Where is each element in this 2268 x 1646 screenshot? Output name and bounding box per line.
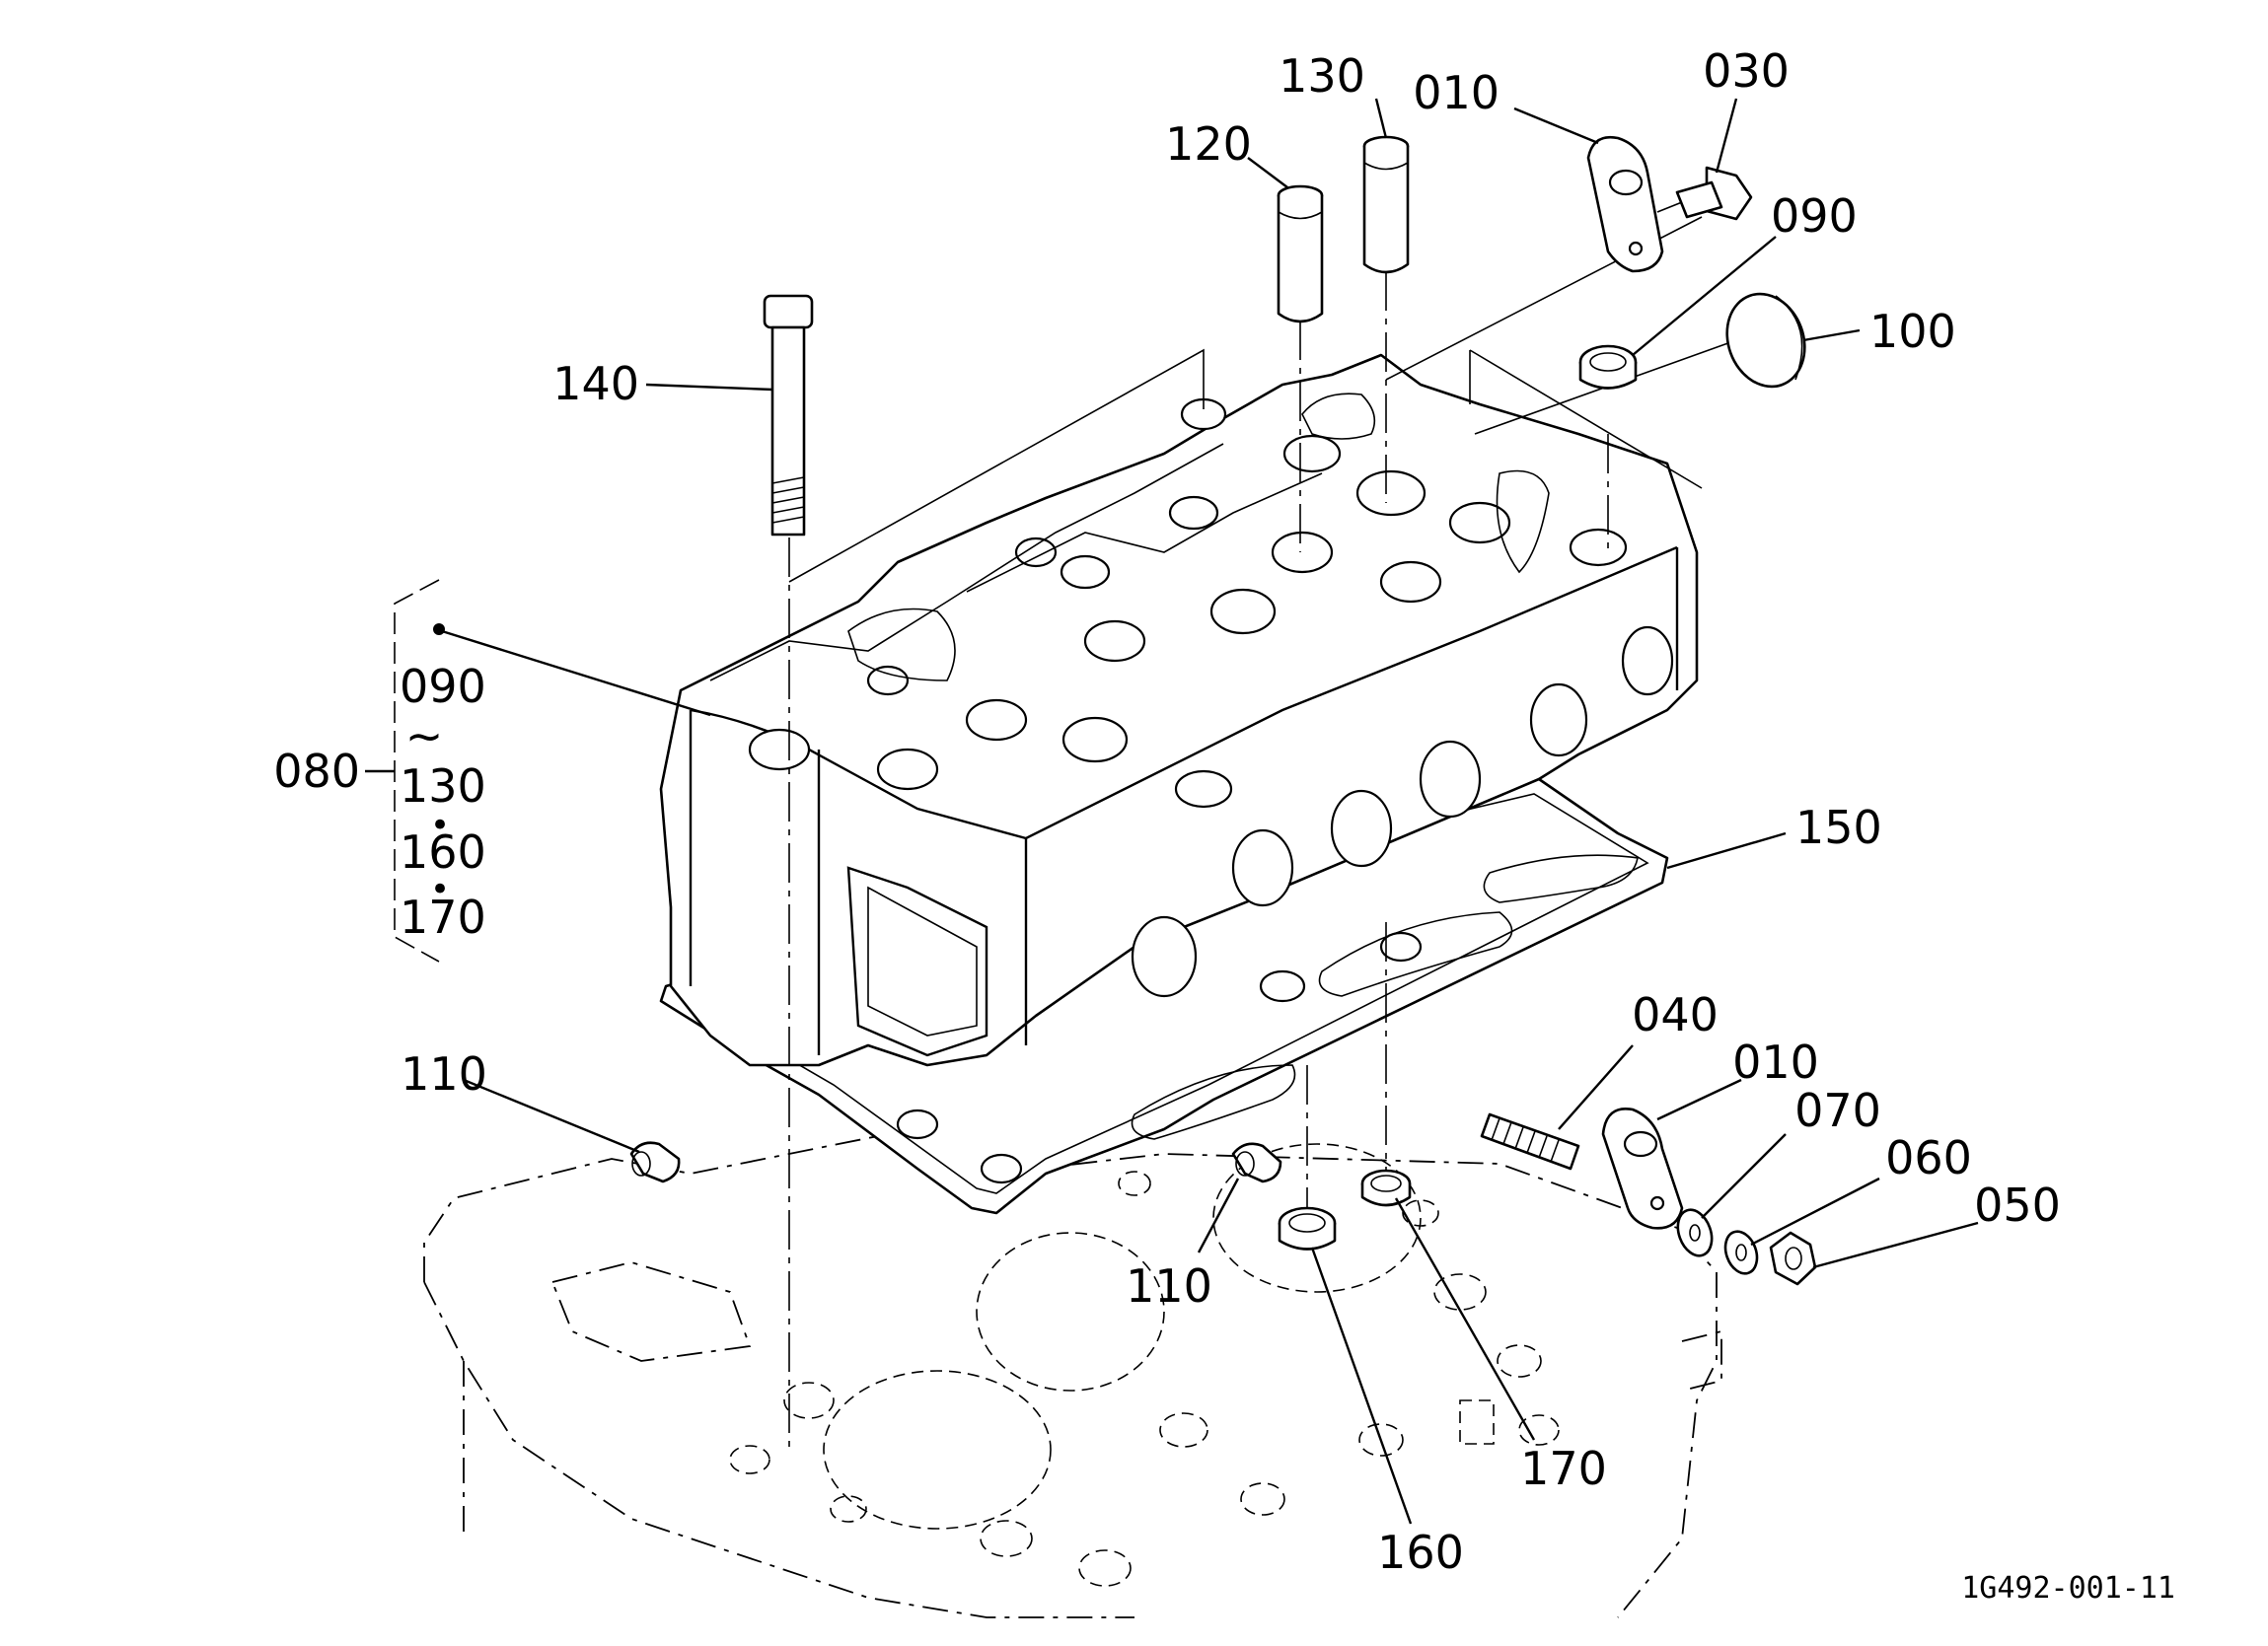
callout-060: 060 [1885,1131,1972,1184]
callout-150: 150 [1795,801,1882,854]
callout-130-top: 130 [1279,49,1365,103]
callout-140: 140 [552,357,639,410]
valve-guide-120 [1277,184,1324,323]
spring-washer-060 [1723,1230,1759,1275]
callout-160: 160 [1377,1526,1464,1579]
callout-090-top: 090 [1771,189,1858,243]
assembly-dot-2: • [430,870,450,909]
callout-170: 170 [1520,1442,1607,1495]
dowel-pin-left [629,1141,681,1183]
callout-050: 050 [1974,1179,2061,1232]
figure-code: 1G492-001-11 [1961,1571,2175,1606]
callout-110-right: 110 [1126,1259,1212,1313]
callout-110-left: 110 [401,1047,487,1101]
dowel-pin-right [1231,1142,1282,1183]
callout-070: 070 [1794,1084,1881,1137]
cylinder-head [659,353,1699,1067]
callout-120: 120 [1165,117,1252,171]
callout-040: 040 [1632,988,1719,1041]
callout-010-bottom: 010 [1732,1036,1819,1089]
assembly-item-090: 090 [400,660,486,713]
head-bolt [763,294,814,537]
callout-labels: 010 030 130 120 090 100 140 150 110 110 … [273,44,2175,1606]
valve-seal-170 [1360,1169,1412,1207]
assembly-item-160: 160 [400,825,486,879]
valve-seal-160 [1278,1206,1337,1251]
nut-050 [1769,1231,1817,1286]
callout-030: 030 [1703,44,1790,98]
stud-bolt-040 [1480,1112,1580,1171]
assembly-item-130: 130 [400,759,486,813]
expansion-plug-100 [1725,292,1806,389]
engine-hanger-bottom [1601,1107,1684,1230]
assembly-dot-1: • [430,806,450,845]
valve-guide-130 [1362,135,1410,274]
centre-lines [788,271,1609,1455]
valve-stem-seal-090 [1578,344,1638,390]
washer-070 [1676,1208,1714,1257]
bolt-030 [1656,166,1753,221]
assembly-label-080: 080 [273,745,360,798]
assembly-item-170: 170 [400,891,486,944]
assembly-bracket [365,579,445,963]
cylinder-block-outline [423,1133,1722,1618]
leader-lines [441,98,1979,1525]
engine-hanger-top [1586,135,1664,273]
callout-100: 100 [1869,305,1956,358]
assembly-tilde: ~ [405,709,444,762]
callout-010-top: 010 [1413,66,1500,119]
